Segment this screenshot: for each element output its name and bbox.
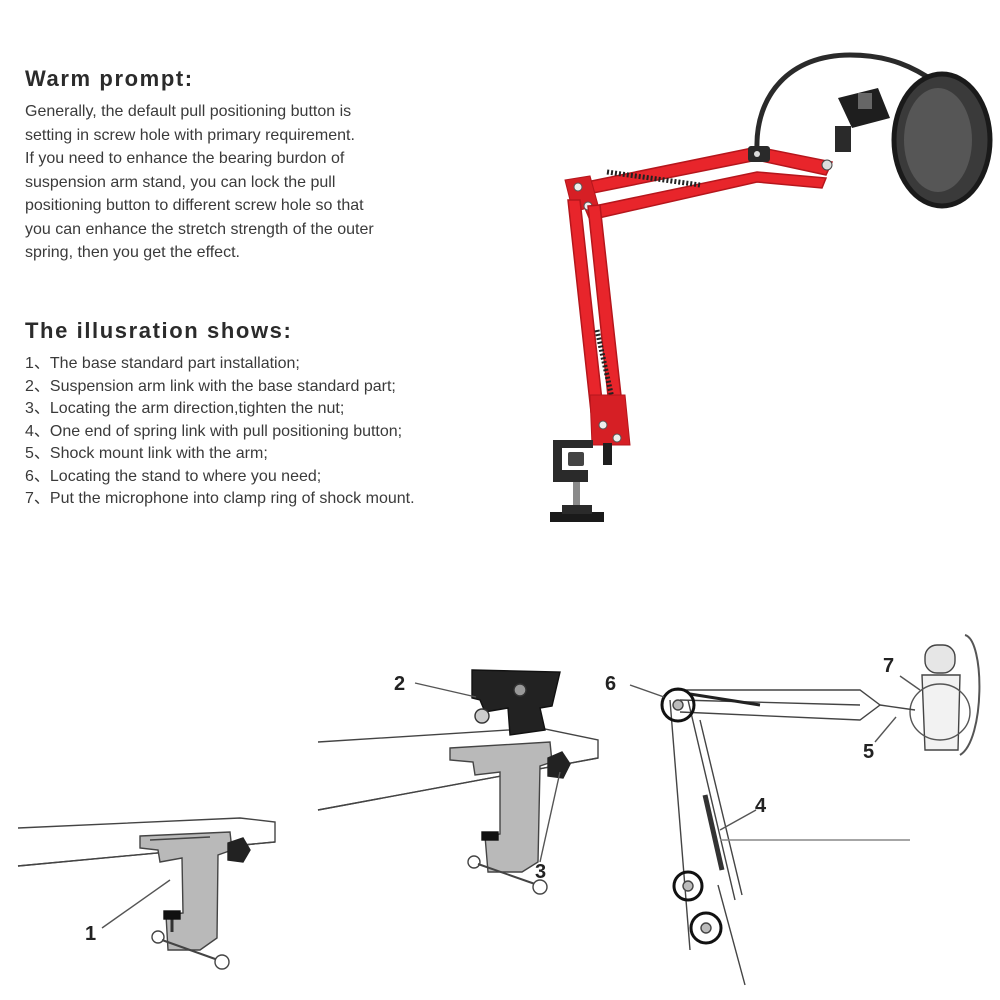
warm-prompt-heading: Warm prompt: — [25, 66, 194, 91]
callout-1: 1 — [85, 923, 96, 945]
installation-steps-list: 1、The base standard part installation; 2… — [25, 353, 415, 511]
step-item: 3、Locating the arm direction,tighten the… — [25, 400, 345, 417]
illustration-base-installation — [17, 817, 276, 970]
callout-5: 5 — [863, 741, 874, 763]
step-item: 6、Locating the stand to where you need; — [25, 467, 322, 485]
warm-line: positioning button to different screw ho… — [25, 197, 364, 214]
illustration-full-arm — [629, 634, 981, 986]
step-item: 1、The base standard part installation; — [25, 355, 300, 372]
warm-line: suspension arm stand, you can lock the p… — [25, 173, 336, 191]
warm-prompt-paragraph: Generally, the default pull positioning … — [25, 100, 445, 265]
callout-2: 2 — [394, 673, 405, 695]
red-suspension-arm-photo — [550, 52, 993, 522]
callout-6: 6 — [605, 673, 616, 695]
warm-line: spring, then you get the effect. — [25, 244, 240, 261]
warm-line: setting in screw hole with primary requi… — [25, 126, 355, 144]
callout-4: 4 — [755, 795, 767, 817]
warm-line: you can enhance the stretch strength of … — [25, 220, 374, 238]
callout-3: 3 — [535, 861, 546, 883]
illustration-heading: The illusration shows: — [25, 318, 293, 343]
step-item: 5、Shock mount link with the arm; — [25, 445, 268, 462]
step-item: 4、One end of spring link with pull posit… — [25, 422, 403, 440]
step-item: 2、Suspension arm link with the base stan… — [25, 377, 396, 395]
warm-line: If you need to enhance the bearing burdo… — [25, 150, 345, 167]
warm-line: Generally, the default pull positioning … — [25, 103, 352, 120]
step-item: 7、Put the microphone into clamp ring of … — [25, 490, 415, 507]
callout-7: 7 — [883, 655, 894, 677]
illustration-arm-link — [317, 669, 599, 895]
